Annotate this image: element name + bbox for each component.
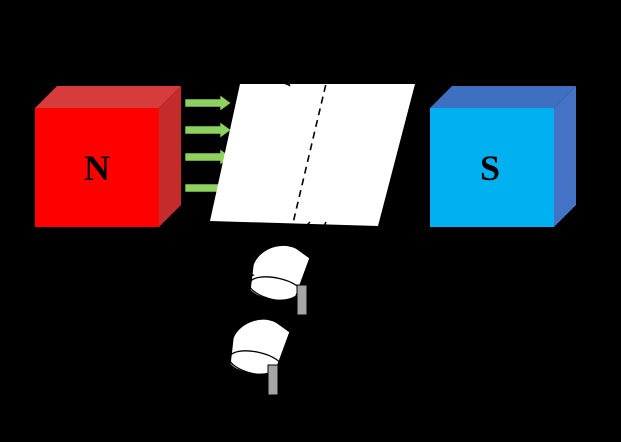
north-magnet: N	[35, 86, 181, 227]
permanent-magnet-label: Permanent Magnet	[12, 54, 103, 66]
south-pole-label: S	[480, 148, 500, 188]
pointer-rectangular-coil	[244, 33, 291, 87]
south-magnet-top	[430, 86, 576, 108]
north-magnet-front	[35, 108, 159, 227]
galvanometer: G	[458, 343, 498, 383]
south-magnet: S	[430, 86, 576, 227]
field-arrow	[184, 121, 232, 139]
carbon-brush-b2	[267, 364, 279, 396]
galvanometer-label: G	[473, 356, 483, 371]
brush-label-b2: B2	[283, 398, 297, 416]
corner-label-d: D	[381, 228, 390, 243]
north-magnet-top	[35, 86, 181, 108]
rectangular-coil-label: Rectangular Coil	[177, 22, 257, 34]
north-pole-label: N	[84, 148, 110, 188]
pointer-carbon-brush-upper	[309, 317, 339, 346]
south-magnet-side	[554, 86, 576, 227]
carbon-brush-b1	[296, 284, 308, 316]
slip-ring-r1	[228, 318, 291, 376]
circuit-wire-top	[307, 297, 479, 343]
coil-lead-right	[309, 221, 327, 255]
field-arrow	[184, 94, 232, 112]
south-magnet-front	[430, 108, 554, 227]
pointer-carbon-brush-lower	[281, 351, 333, 379]
north-magnet-side	[159, 86, 181, 227]
corner-label-b: B	[231, 66, 240, 81]
slip-rings-label: Slip rings	[145, 271, 191, 283]
brush-label-b1: B1	[315, 278, 329, 296]
pointer-slip-rings-lower	[199, 304, 231, 331]
ring-label-r1: R1	[196, 366, 210, 384]
pointer-permanent-magnet	[99, 64, 123, 85]
rectangular-coil	[210, 84, 415, 226]
slip-ring-r2	[248, 244, 311, 302]
carbon-brushes-label: Carbon brushes	[328, 349, 404, 361]
corner-label-a: A	[197, 203, 207, 218]
circuit-wire-bottom	[272, 382, 479, 425]
ring-label-r2: R2	[236, 241, 250, 259]
corner-label-c: C	[405, 66, 414, 81]
rotates-with-coil-label: (rotates with coil)	[120, 293, 203, 305]
shaft-label: Shaft	[140, 410, 165, 422]
coil-lead-left	[287, 221, 311, 245]
rotation-arrow-icon	[319, 33, 365, 67]
pointer-slip-rings	[209, 272, 255, 279]
